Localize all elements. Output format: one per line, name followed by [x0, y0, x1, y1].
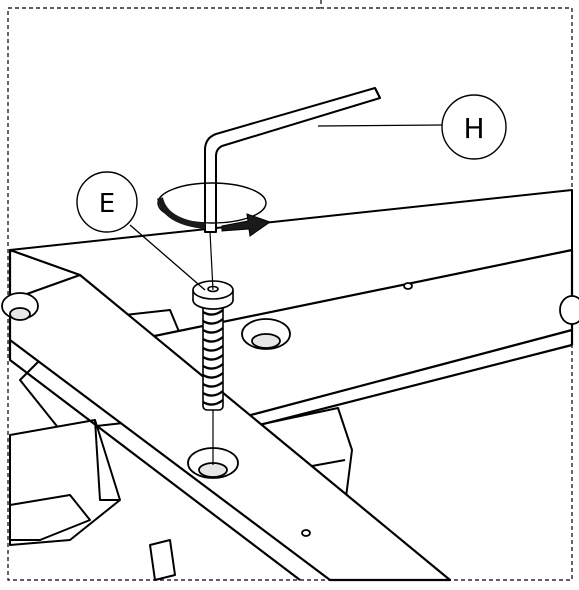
hole-deck-center — [241, 318, 291, 350]
callout-leaders — [129, 124, 443, 291]
screw-thread — [202, 309, 224, 316]
screw-thread — [202, 399, 224, 406]
callout-key-label: H — [463, 112, 484, 145]
screw-thread — [202, 390, 224, 397]
hole-right-edge — [559, 295, 579, 325]
pilot-hole-bottom — [301, 529, 311, 537]
front-rail — [8, 248, 452, 582]
callout-key: H — [441, 94, 507, 160]
callout-screw-label: E — [99, 189, 115, 219]
screw-thread — [202, 354, 224, 361]
screw-thread — [202, 318, 224, 325]
screw-thread — [202, 381, 224, 388]
screw-thread — [202, 336, 224, 343]
clockwise-rotation-arrow-icon — [157, 182, 272, 237]
pilot-hole-right — [403, 282, 413, 290]
screw-thread — [202, 363, 224, 370]
allen-key-icon — [204, 87, 381, 291]
screw-thread — [202, 345, 224, 352]
screw-holes — [1, 282, 579, 537]
hole-left — [1, 292, 39, 321]
screw-thread — [202, 372, 224, 379]
callout-screw: E — [76, 171, 138, 233]
detail-frame — [7, 0, 573, 581]
screw-icon — [192, 280, 234, 411]
screw-thread — [202, 327, 224, 334]
